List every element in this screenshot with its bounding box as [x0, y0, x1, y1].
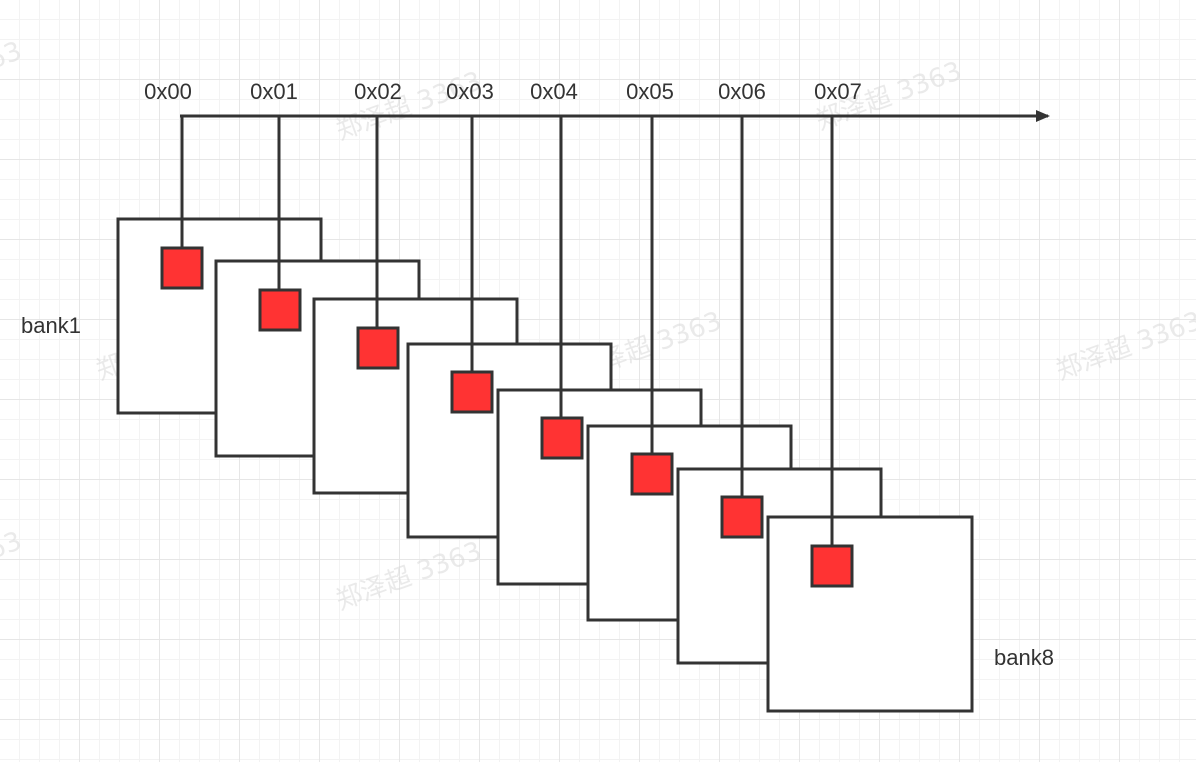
address-label-0x05: 0x05 — [626, 79, 674, 104]
bank-7-cell — [720, 495, 764, 539]
bank-1-cell — [160, 246, 204, 290]
bank-4-cell — [450, 370, 494, 414]
bank-8 — [766, 116, 974, 713]
watermark-6: 郑泽超 3363 — [1052, 306, 1196, 386]
bank-2-cell — [258, 288, 302, 332]
address-label-0x04: 0x04 — [530, 79, 578, 104]
bank-6-cell — [630, 452, 674, 496]
bank1-label: bank1 — [21, 313, 81, 338]
address-label-0x01: 0x01 — [250, 79, 298, 104]
address-label-0x02: 0x02 — [354, 79, 402, 104]
bank-3-cell — [356, 326, 400, 370]
address-label-0x06: 0x06 — [718, 79, 766, 104]
watermark-1: 郑泽超 3363 — [0, 36, 26, 116]
watermark-8: 郑泽超 3363 — [332, 536, 486, 616]
address-label-0x00: 0x00 — [144, 79, 192, 104]
address-label-0x07: 0x07 — [814, 79, 862, 104]
bank-5-cell — [540, 416, 584, 460]
bank-8-box — [766, 515, 974, 713]
watermark-7: 郑泽超 3363 — [0, 526, 26, 606]
address-label-0x03: 0x03 — [446, 79, 494, 104]
bank-8-cell — [810, 544, 854, 588]
bank8-label: bank8 — [994, 645, 1054, 670]
